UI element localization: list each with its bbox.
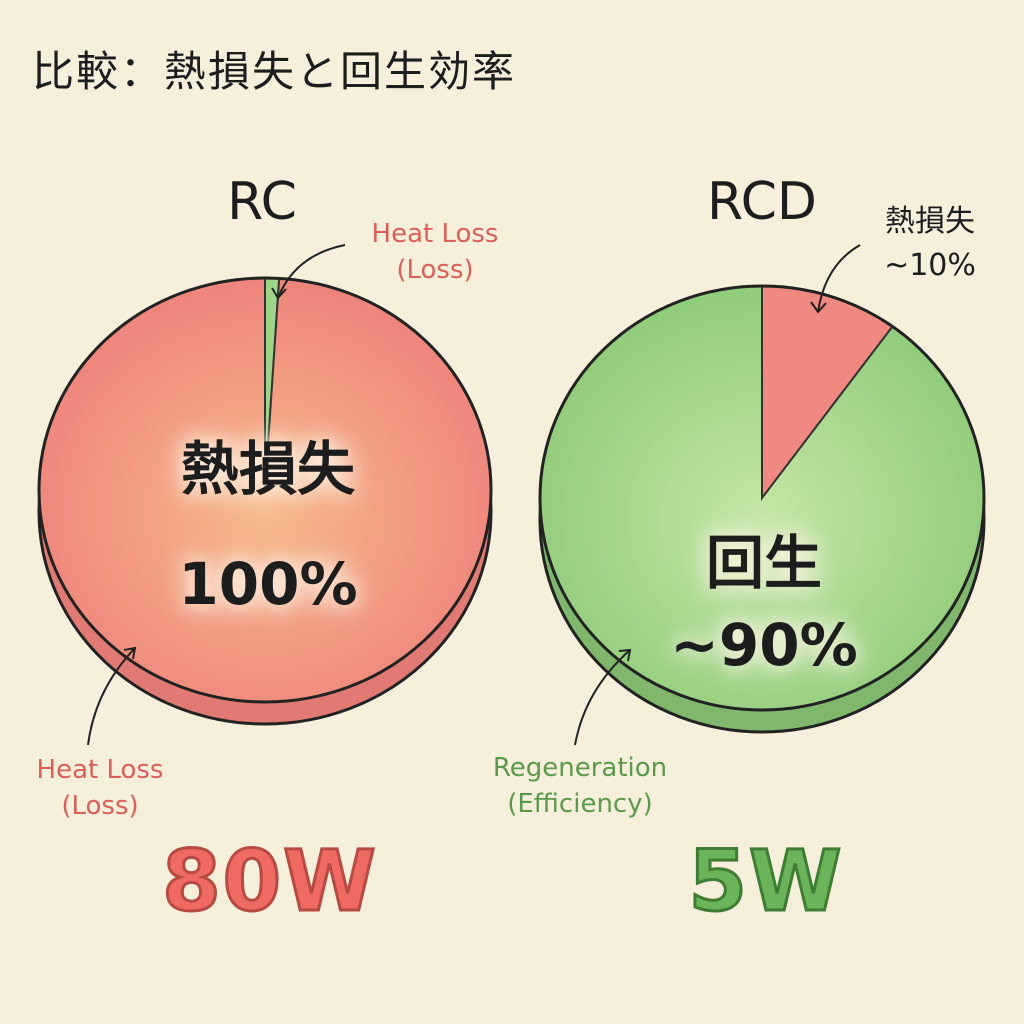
annotation-line: (Loss): [396, 255, 474, 285]
annotation-line: 熱損失: [884, 204, 975, 239]
center-label-line: 回生: [705, 529, 822, 597]
arrow-rcd-top: [817, 244, 861, 313]
rc-top-annotation: Heat Loss (Loss): [372, 216, 499, 288]
rc-center-label: 熱損失 100%: [178, 412, 357, 642]
annotation-line: Heat Loss: [371, 219, 499, 249]
center-label-line: ~90%: [670, 611, 858, 679]
rcd-center-label: 回生 ~90%: [670, 522, 857, 686]
annotation-line: ~10%: [884, 248, 976, 283]
rc-power-value: 80W: [161, 831, 378, 932]
rcd-bottom-annotation: Regeneration (Efficiency): [493, 750, 667, 822]
pie-outline: [37, 276, 493, 704]
pie-outline: [538, 284, 986, 712]
annotation-line: Heat Loss: [36, 755, 164, 785]
arrow-rc-top: [277, 244, 346, 299]
rc-title: RC: [227, 172, 297, 232]
rc-bottom-annotation: Heat Loss (Loss): [37, 752, 164, 824]
page-title: 比較：熱損失と回生効率: [32, 47, 517, 96]
rcd-title: RCD: [707, 172, 817, 232]
annotation-line: (Efficiency): [507, 789, 653, 819]
arrow-rcd-bottom: [574, 649, 631, 746]
rcd-top-annotation: 熱損失 ~10%: [884, 200, 976, 288]
arrow-rc-bottom: [87, 647, 136, 746]
annotation-line: Regeneration: [492, 753, 668, 783]
rcd-power-value: 5W: [687, 831, 844, 932]
annotation-line: (Loss): [61, 791, 139, 821]
center-label-line: 100%: [178, 550, 358, 618]
center-label-line: 熱損失: [180, 435, 355, 503]
